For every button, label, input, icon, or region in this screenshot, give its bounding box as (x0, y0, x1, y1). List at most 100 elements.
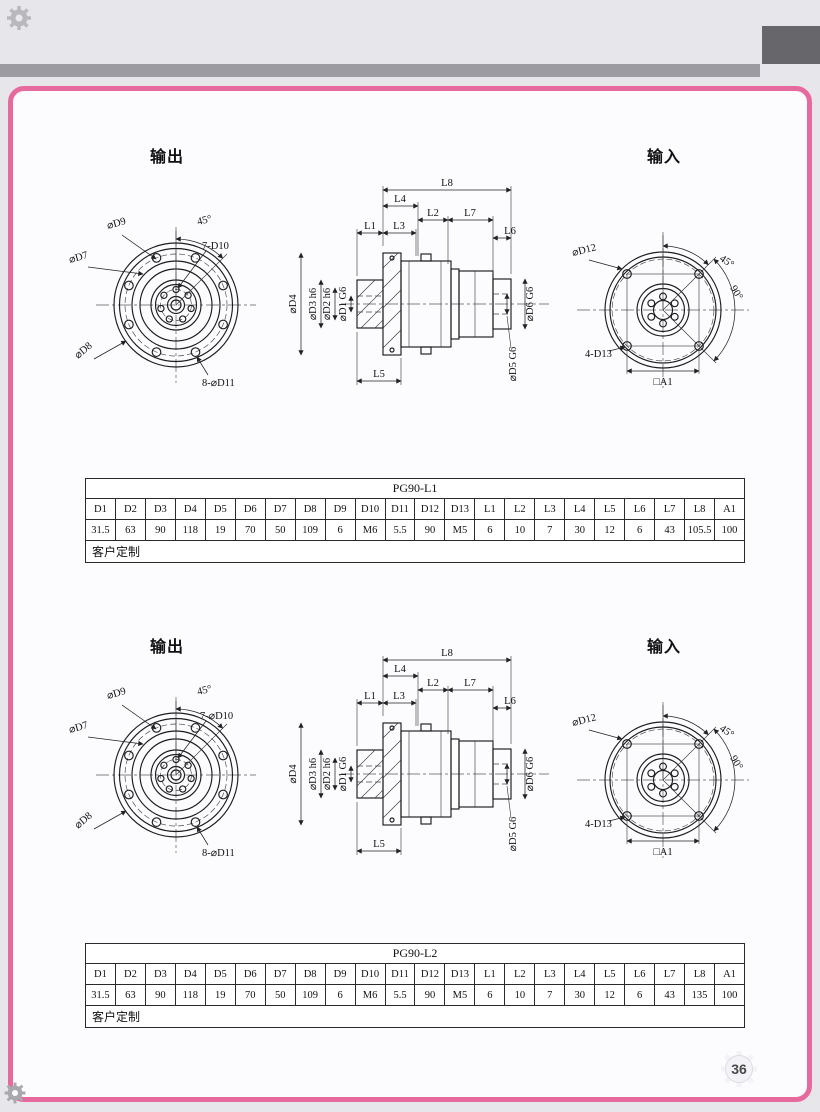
table-header-cell: D3 (144, 498, 176, 520)
table-title-row: PG90-L1 (85, 478, 745, 499)
page-number-badge: 36 (718, 1048, 760, 1090)
table-header-cell: L1 (474, 963, 506, 985)
gear-icon (4, 1082, 26, 1104)
flange-bolt-holes (124, 253, 228, 357)
table-header-cell: D11 (384, 498, 416, 520)
table-value-cell: 5.5 (384, 984, 416, 1006)
leader-d7 (87, 736, 144, 747)
table-header-cell: D6 (234, 963, 266, 985)
dim-label-90: 90° (727, 754, 744, 772)
output-heading: 输出 (150, 639, 185, 656)
table-value-cell: 30 (564, 984, 596, 1006)
dim-label-d2: ⌀D2 h6 (322, 758, 333, 790)
table-value-cell: 6 (474, 984, 506, 1006)
table-value-cell: 50 (264, 984, 296, 1006)
flange-screw (389, 347, 395, 353)
angle-ray (175, 253, 228, 306)
dim-label-l3: L3 (393, 221, 405, 232)
header-gray-bar (0, 64, 760, 77)
table-value-cell: 118 (174, 984, 206, 1006)
leader-4-d13 (608, 815, 626, 822)
header-dark-block (762, 26, 820, 64)
table-value-cell: 90 (144, 519, 176, 541)
output-heading: 输出 (150, 149, 185, 166)
flange-screw (389, 817, 395, 823)
gear-icon (7, 6, 31, 30)
flange-screw (389, 255, 395, 261)
leader-d7 (87, 266, 144, 277)
table-header-cell: L8 (684, 963, 716, 985)
table-footer: 客户定制 (85, 1005, 745, 1028)
input-view: ⌀D12 45° 90° 4-D13 □A1 (571, 702, 749, 858)
table-header-cell: L3 (534, 498, 566, 520)
dim-label-d3: ⌀D3 h6 (308, 288, 319, 320)
input-view: ⌀D12 45° 90° 4-D13 □A1 (571, 232, 749, 388)
table-value-cell: 105.5 (684, 519, 716, 541)
table-value-cell: 12 (594, 519, 626, 541)
dim-label-d2: ⌀D2 h6 (322, 288, 333, 320)
dim-label-4-d13: 4-D13 (585, 819, 612, 830)
dim-label-d12: ⌀D12 (571, 712, 597, 729)
table-header-cell: L7 (654, 498, 686, 520)
table-header-cell: D4 (174, 963, 206, 985)
dim-label-d4: ⌀D4 (288, 764, 299, 784)
dim-label-d1: ⌀D1 G6 (338, 287, 349, 322)
table-header-cell: D12 (414, 498, 446, 520)
dim-label-l5: L5 (373, 839, 385, 850)
dim-label-a1: □A1 (653, 377, 672, 388)
table-value-cell: M5 (444, 519, 476, 541)
dim-label-l2: L2 (427, 678, 439, 689)
page-gear-icon (721, 1051, 757, 1087)
dim-label-8-d11: 8-⌀D11 (202, 848, 235, 859)
table-header-cell: D7 (264, 963, 296, 985)
table-title-row: PG90-L2 (85, 943, 745, 964)
table-value-cell: 70 (234, 984, 266, 1006)
dimension-lines (298, 657, 528, 854)
section-hatching (356, 252, 476, 349)
table-value-cell: 90 (414, 519, 446, 541)
table-value-cell: 6 (624, 984, 656, 1006)
table-header-cell: D9 (324, 963, 356, 985)
dim-label-l3: L3 (393, 691, 405, 702)
table-value-cell: 90 (144, 984, 176, 1006)
angle-ray (662, 309, 717, 364)
table-header-cell: D5 (204, 963, 236, 985)
leader-8-d11 (196, 826, 209, 846)
table-value-cell: 50 (264, 519, 296, 541)
table-header-cell: D9 (324, 498, 356, 520)
dim-label-8-d11: 8-⌀D11 (202, 378, 235, 389)
angle-arc-90 (713, 258, 736, 362)
leader-4-d13 (608, 345, 626, 352)
dim-label-d8: ⌀D8 (73, 341, 95, 362)
table-header-cell: D1 (85, 498, 116, 520)
dim-label-45: 45° (717, 723, 735, 740)
table-value-cell: 109 (294, 519, 326, 541)
dim-label-45: 45° (196, 684, 213, 698)
dim-label-l4: L4 (394, 664, 406, 675)
dim-label-d9: ⌀D9 (106, 686, 127, 702)
dim-label-l4: L4 (394, 194, 406, 205)
table-value-cell: M6 (354, 519, 386, 541)
dim-label-d5: ⌀D5 G6 (508, 347, 519, 382)
angle-ray (662, 256, 717, 311)
table-value-cell: 43 (654, 519, 686, 541)
leader-d9 (121, 704, 157, 730)
table-header-cell: L5 (594, 498, 626, 520)
table-header-cell: D8 (294, 963, 326, 985)
table-value-cell: 10 (504, 519, 536, 541)
leader-8-d11 (196, 356, 209, 376)
table-header-cell: D2 (114, 963, 146, 985)
input-heading: 输入 (647, 149, 682, 166)
table-header-cell: L4 (564, 963, 596, 985)
dim-label-l7: L7 (464, 208, 476, 219)
table-value-cell: 109 (294, 984, 326, 1006)
table-header-cell: D1 (85, 963, 116, 985)
table-header-cell: L6 (624, 963, 656, 985)
table-value-cell: 70 (234, 519, 266, 541)
angle-arc-45 (662, 243, 709, 266)
